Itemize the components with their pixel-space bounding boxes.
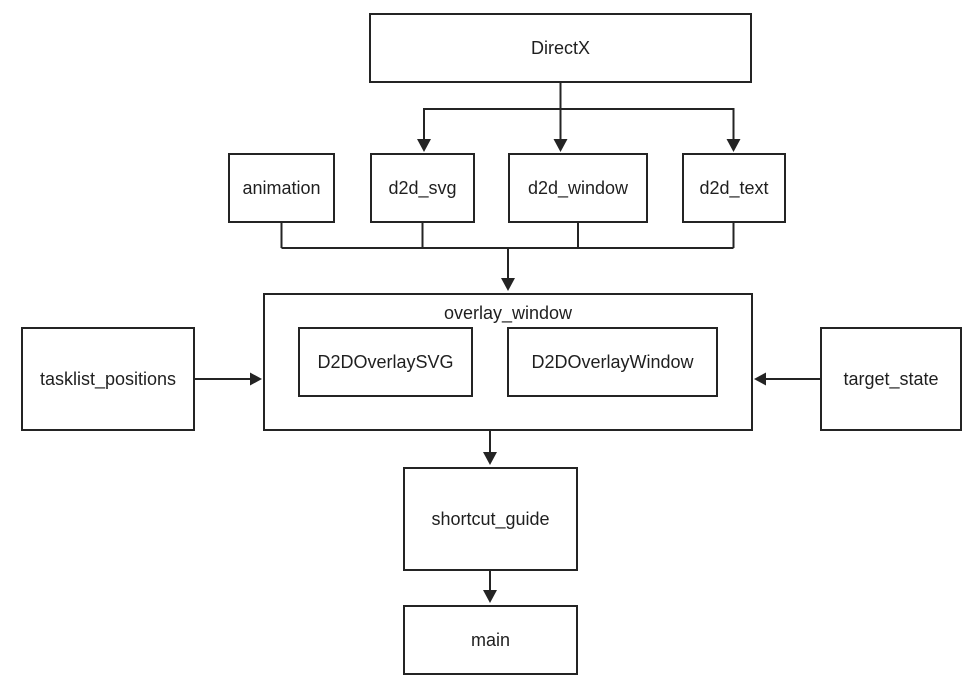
arrowhead-to-overlay-right <box>754 372 766 386</box>
arrowhead-to-overlay-top <box>501 278 515 291</box>
node-d2d-window: d2d_window <box>508 153 648 223</box>
node-target-state: target_state <box>820 327 962 431</box>
node-animation: animation <box>228 153 335 223</box>
arrowhead-to-overlay-left <box>250 372 262 386</box>
node-directx: DirectX <box>369 13 752 83</box>
edge-row2-merge <box>280 221 735 279</box>
overlay-window-label: overlay_window <box>443 303 573 323</box>
arrowhead-to-d2d-text <box>726 139 741 152</box>
arrowhead-to-d2d-svg <box>417 139 431 152</box>
node-main: main <box>403 605 578 675</box>
node-d2d-overlay-svg: D2DOverlaySVG <box>298 327 473 397</box>
arrowhead-to-shortcut-guide <box>483 452 497 465</box>
arrowhead-to-main <box>483 590 497 603</box>
node-d2d-overlay-window: D2DOverlayWindow <box>507 327 718 397</box>
node-d2d-text: d2d_text <box>682 153 786 223</box>
node-d2d-svg: d2d_svg <box>370 153 475 223</box>
node-tasklist-positions: tasklist_positions <box>21 327 195 431</box>
arrowhead-to-d2d-window <box>553 139 568 152</box>
edge-directx-fanout <box>423 83 735 140</box>
node-shortcut-guide: shortcut_guide <box>403 467 578 571</box>
